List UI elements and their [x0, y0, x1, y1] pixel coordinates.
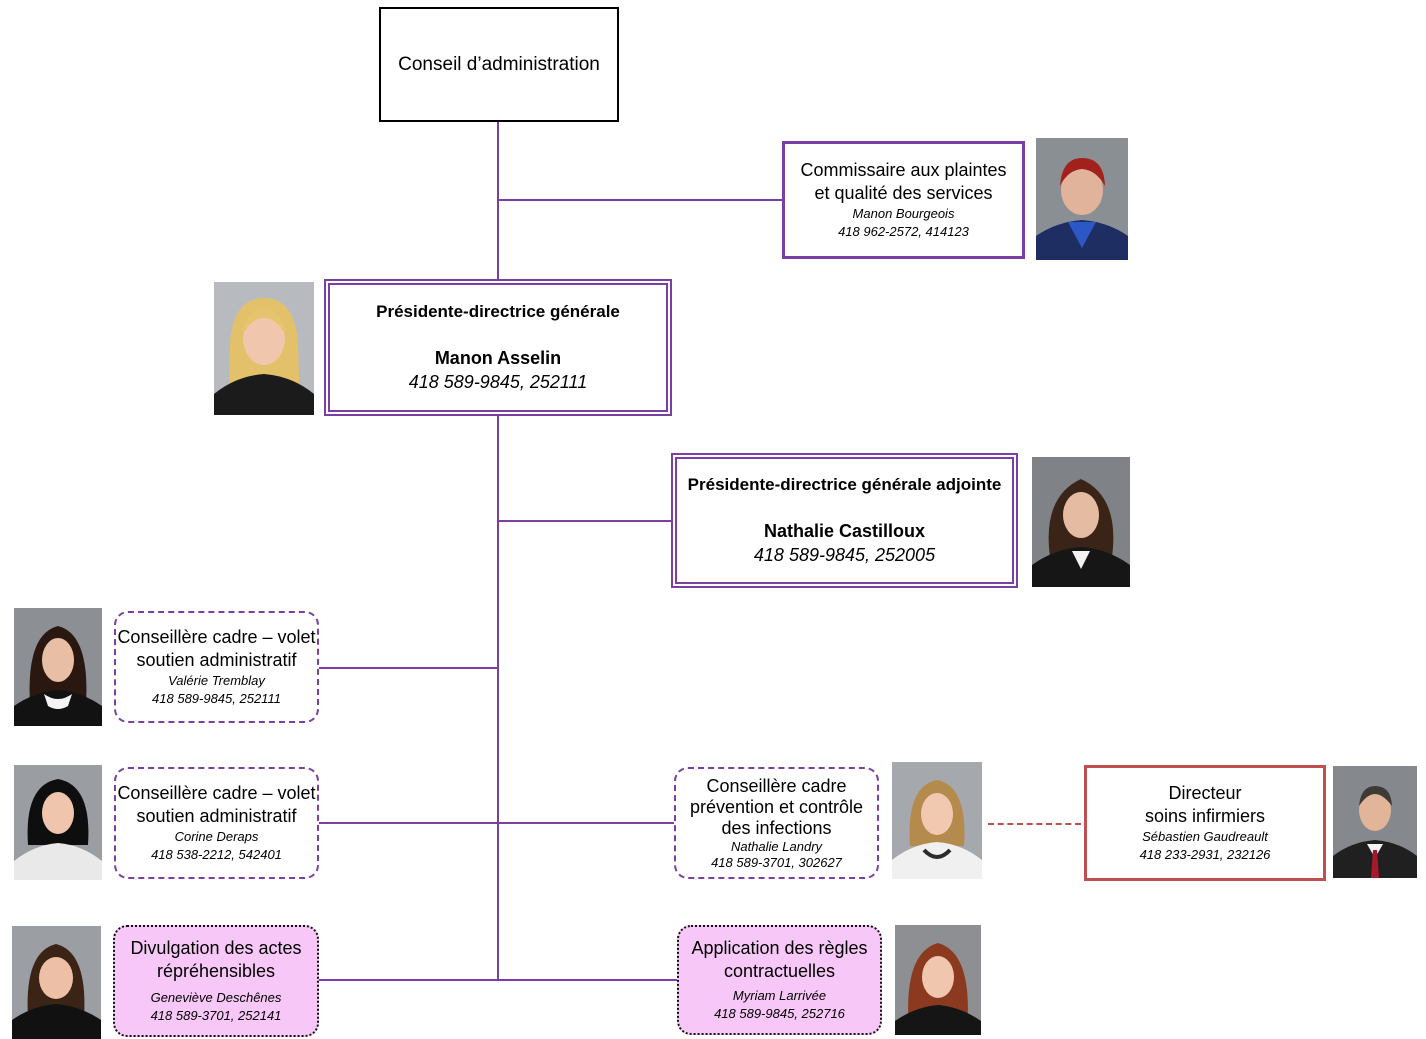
contracts-title-line2: contractuelles [723, 961, 836, 981]
nursing-box[interactable]: Directeur soins infirmiers Sébastien Gau… [1084, 765, 1326, 881]
disclosure-title-line1: Divulgation des actes [130, 938, 302, 958]
infection-title-line3: des infections [721, 817, 832, 838]
advisor1-name: Valérie Tremblay [168, 673, 265, 688]
pdg-box[interactable]: Présidente-directrice générale Manon Ass… [324, 279, 672, 416]
pdg-photo [214, 282, 314, 415]
advisor1-photo [14, 608, 102, 726]
infection-title-line1: Conseillère cadre [706, 775, 847, 796]
pdg-phone: 418 589-9845, 252111 [408, 371, 588, 392]
advisor2-title-line1: Conseillère cadre – volet [117, 783, 316, 803]
contracts-phone: 418 589-9845, 252716 [714, 1006, 845, 1021]
nursing-title-line1: Directeur [1168, 783, 1242, 803]
advisor2-title-line2: soutien administratif [136, 806, 297, 826]
nursing-name: Sébastien Gaudreault [1142, 829, 1268, 844]
infection-title-line2: prévention et contrôle [689, 796, 864, 817]
infection-photo [892, 762, 982, 879]
commissioner-title-line2: et qualité des services [814, 183, 993, 203]
disclosure-title-line2: répréhensibles [156, 961, 276, 981]
pdga-title: Présidente-directrice générale adjointe [687, 474, 1002, 494]
disclosure-phone: 418 589-3701, 252141 [150, 1008, 282, 1023]
nursing-photo [1333, 766, 1417, 878]
connector-pdga [498, 520, 672, 522]
pdg-name: Manon Asselin [434, 347, 562, 368]
advisor1-phone: 418 589-9845, 252111 [152, 691, 281, 706]
connector-disclosure [319, 979, 678, 981]
pdg-title: Présidente-directrice générale [376, 301, 620, 321]
connector-commissioner [498, 199, 783, 201]
contracts-box[interactable]: Application des règles contractuelles My… [677, 925, 882, 1035]
connector-advisor1 [319, 667, 498, 669]
contracts-title-line1: Application des règles [691, 938, 868, 958]
commissioner-phone: 418 962-2572, 414123 [838, 224, 969, 239]
advisor2-name: Corine Deraps [174, 829, 259, 844]
disclosure-box[interactable]: Divulgation des actes répréhensibles Gen… [113, 925, 319, 1037]
commissioner-box[interactable]: Commissaire aux plaintes et qualité des … [782, 141, 1025, 259]
board-box[interactable]: Conseil d’administration [379, 7, 619, 122]
nursing-phone: 418 233-2931, 232126 [1139, 847, 1271, 862]
advisor1-title-line2: soutien administratif [136, 650, 297, 670]
connector-main-trunk [497, 415, 499, 981]
commissioner-name: Manon Bourgeois [852, 206, 955, 221]
connector-nursing-dashed [988, 823, 1081, 825]
infection-name: Nathalie Landry [730, 838, 823, 854]
advisor2-box[interactable]: Conseillère cadre – volet soutien admini… [114, 767, 319, 879]
disclosure-name: Geneviève Deschênes [150, 990, 282, 1005]
infection-box[interactable]: Conseillère cadre prévention et contrôle… [674, 767, 879, 879]
pdga-name: Nathalie Castilloux [763, 520, 926, 541]
pdga-photo [1032, 457, 1130, 587]
pdga-box[interactable]: Présidente-directrice générale adjointe … [671, 453, 1018, 588]
advisor1-title-line1: Conseillère cadre – volet [117, 627, 316, 647]
advisor2-phone: 418 538-2212, 542401 [151, 847, 282, 862]
nursing-title-line2: soins infirmiers [1144, 806, 1266, 826]
infection-phone: 418 589-3701, 302627 [711, 854, 842, 870]
advisor1-box[interactable]: Conseillère cadre – volet soutien admini… [114, 611, 319, 723]
board-title: Conseil d’administration [398, 54, 600, 75]
pdga-phone: 418 589-9845, 252005 [753, 544, 936, 565]
commissioner-photo [1036, 138, 1128, 260]
contracts-photo [895, 925, 981, 1035]
advisor2-photo [14, 765, 102, 880]
disclosure-photo [12, 926, 101, 1039]
connector-advisor2 [319, 822, 674, 824]
commissioner-title-line1: Commissaire aux plaintes [800, 160, 1007, 180]
contracts-name: Myriam Larrivée [732, 988, 827, 1003]
